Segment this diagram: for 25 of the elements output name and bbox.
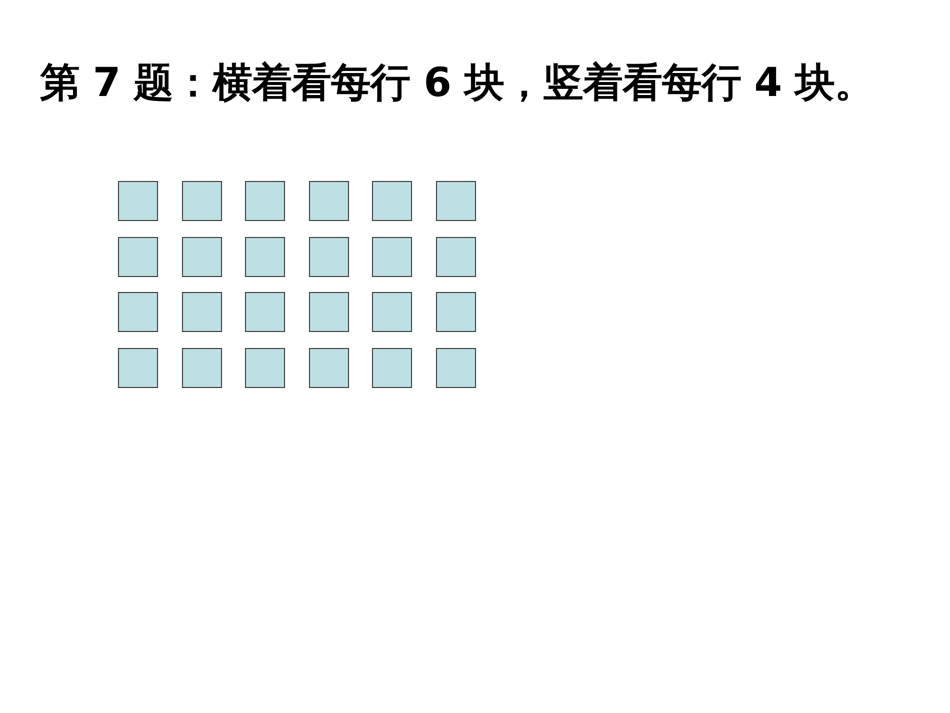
square-block [436,348,476,388]
square-block [118,181,158,221]
square-block [436,236,476,276]
square-block [118,236,158,276]
question-title: 第 7 题：横着看每行 6 块，竖着看每行 4 块。 [40,59,876,108]
square-block [436,181,476,221]
square-block [182,292,222,332]
square-block [372,348,412,388]
square-block [245,181,285,221]
square-block [245,236,285,276]
square-block [436,292,476,332]
square-block [372,236,412,276]
square-block [118,348,158,388]
square-block [182,348,222,388]
square-block [182,236,222,276]
square-block [372,292,412,332]
square-block [308,348,348,388]
square-block [308,236,348,276]
square-block [245,348,285,388]
square-block [245,292,285,332]
square-block [118,292,158,332]
square-block [308,292,348,332]
square-block [372,181,412,221]
square-block [308,181,348,221]
square-block [182,181,222,221]
